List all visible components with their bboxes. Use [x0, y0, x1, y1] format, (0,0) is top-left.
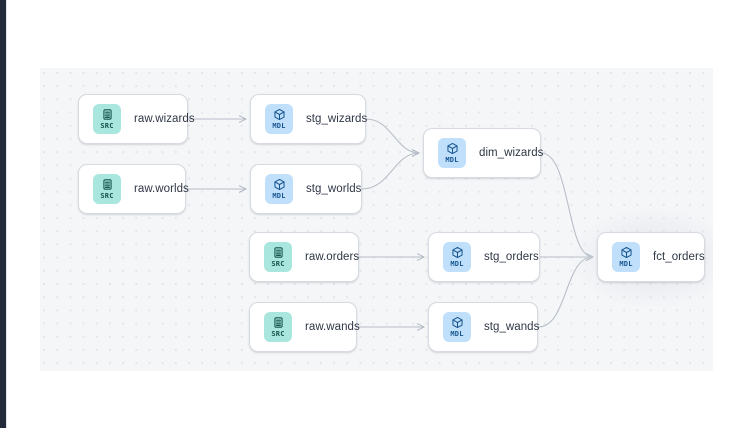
badge-kind-label: MDL: [445, 156, 459, 164]
badge-kind-label: MDL: [450, 260, 464, 268]
source-type-badge: SRC: [93, 104, 121, 134]
edge-dim-wizards-to-fct-orders: [540, 152, 593, 257]
lineage-node-raw-wands[interactable]: SRC raw.wands: [249, 302, 360, 352]
lineage-node-fct-orders[interactable]: MDL fct_orders: [597, 232, 705, 282]
edge-stg-wizards-to-dim-wizards: [365, 118, 419, 153]
database-icon: [102, 179, 112, 190]
badge-kind-label: SRC: [271, 330, 285, 338]
edge-stg-wands-to-fct-orders: [537, 257, 593, 328]
source-type-badge: SRC: [93, 174, 121, 204]
node-label: stg_wizards: [306, 113, 368, 125]
badge-kind-label: SRC: [100, 122, 114, 130]
database-icon: [273, 317, 283, 328]
lineage-node-stg-worlds[interactable]: MDL stg_worlds: [250, 164, 362, 214]
database-icon: [273, 247, 283, 258]
cube-icon: [273, 108, 285, 121]
cube-icon: [451, 246, 463, 259]
rail-divider: [6, 0, 7, 428]
model-type-badge: MDL: [265, 104, 293, 134]
database-icon: [102, 109, 112, 120]
model-type-badge: MDL: [438, 138, 466, 168]
node-label: stg_orders: [484, 251, 539, 263]
lineage-node-raw-wizards[interactable]: SRC raw.wizards: [78, 94, 195, 144]
node-label: raw.worlds: [134, 183, 189, 195]
model-type-badge: MDL: [443, 312, 471, 342]
badge-kind-label: MDL: [619, 260, 633, 268]
cube-icon: [451, 316, 463, 329]
source-type-badge: SRC: [264, 312, 292, 342]
left-nav-rail: [0, 0, 6, 428]
badge-kind-label: MDL: [272, 122, 286, 130]
node-label: raw.wizards: [134, 113, 195, 125]
lineage-node-stg-orders[interactable]: MDL stg_orders: [428, 232, 540, 282]
badge-kind-label: SRC: [271, 260, 285, 268]
cube-icon: [273, 178, 285, 191]
lineage-node-raw-worlds[interactable]: SRC raw.worlds: [78, 164, 189, 214]
edge-stg-worlds-to-dim-wizards: [361, 153, 419, 190]
source-type-badge: SRC: [264, 242, 292, 272]
model-type-badge: MDL: [612, 242, 640, 272]
model-type-badge: MDL: [265, 174, 293, 204]
lineage-node-stg-wands[interactable]: MDL stg_wands: [428, 302, 540, 352]
node-label: stg_worlds: [306, 183, 362, 195]
badge-kind-label: SRC: [100, 192, 114, 200]
node-label: fct_orders: [653, 251, 705, 263]
model-type-badge: MDL: [443, 242, 471, 272]
node-label: stg_wands: [484, 321, 540, 333]
lineage-node-stg-wizards[interactable]: MDL stg_wizards: [250, 94, 368, 144]
node-label: raw.orders: [305, 251, 360, 263]
node-label: raw.wands: [305, 321, 360, 333]
node-label: dim_wizards: [479, 147, 544, 159]
badge-kind-label: MDL: [450, 330, 464, 338]
badge-kind-label: MDL: [272, 192, 286, 200]
cube-icon: [446, 142, 458, 155]
cube-icon: [620, 246, 632, 259]
lineage-node-raw-orders[interactable]: SRC raw.orders: [249, 232, 359, 282]
lineage-node-dim-wizards[interactable]: MDL dim_wizards: [423, 128, 544, 178]
